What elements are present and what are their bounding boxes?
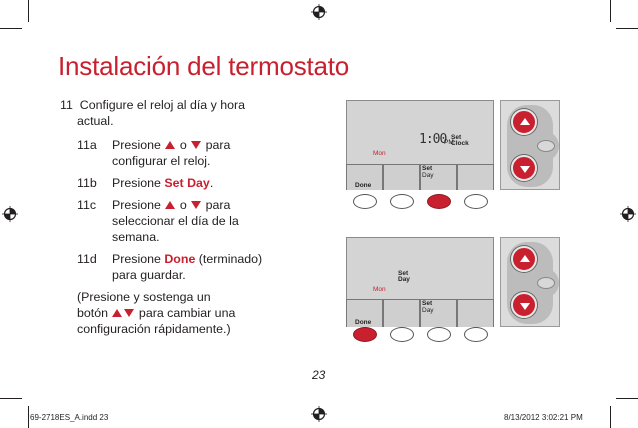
softkey-done[interactable]: Done <box>346 299 383 327</box>
registration-mark-icon <box>2 206 18 222</box>
softkey-label: Done <box>355 182 372 189</box>
softkey-label: Done <box>355 319 372 326</box>
softkey-label: Day <box>422 307 434 314</box>
softkey-label: Set <box>422 300 433 307</box>
note-line: botón para cambiar una <box>77 305 235 322</box>
step-11d-number: 11d <box>77 252 97 266</box>
softkey-2[interactable] <box>383 164 420 190</box>
step-text: Presione <box>112 176 161 190</box>
set-clock-label: Set <box>451 134 462 141</box>
button-2[interactable] <box>390 327 414 342</box>
step-text: Presione <box>112 138 161 152</box>
down-button[interactable] <box>511 292 537 318</box>
crop-mark <box>0 28 22 29</box>
footer-file-info: 69-2718ES_A.indd 23 <box>30 413 109 422</box>
down-arrow-icon <box>520 303 530 310</box>
page-title: Instalación del termostato <box>58 51 350 81</box>
set-clock-label: Clock <box>451 140 469 147</box>
clock-digits: 1:00 <box>419 132 447 147</box>
done-key-label: Done <box>164 252 196 266</box>
step-11d: Presione Done (terminado) <box>112 251 262 268</box>
crop-mark <box>28 406 29 428</box>
button-4[interactable] <box>464 327 488 342</box>
menu-button[interactable] <box>537 277 555 289</box>
up-button[interactable] <box>511 109 537 135</box>
up-arrow-icon <box>112 308 123 317</box>
control-pad <box>500 237 560 327</box>
set-day-label: Set <box>398 270 409 277</box>
note-text: botón <box>77 306 109 320</box>
crop-mark <box>616 398 638 399</box>
up-arrow-icon <box>165 140 176 149</box>
note-text: para cambiar una <box>138 306 236 320</box>
day-label: Mon <box>373 286 386 293</box>
step-11: 11 Configure el reloj al día y hora <box>60 97 245 114</box>
softkey-2[interactable] <box>383 299 420 327</box>
set-day-key-label: Set Day <box>164 176 210 190</box>
registration-mark-icon <box>311 406 327 422</box>
step-11b-number: 11b <box>77 176 97 190</box>
up-arrow-icon <box>165 200 176 209</box>
up-arrow-icon <box>520 255 530 262</box>
registration-mark-icon <box>311 4 327 20</box>
step-text: Presione <box>112 198 161 212</box>
note-line: configuración rápidamente.) <box>77 322 231 336</box>
softkey-4[interactable] <box>457 164 494 190</box>
step-11a-number: 11a <box>77 138 97 152</box>
step-text: (terminado) <box>198 252 263 266</box>
down-button[interactable] <box>511 155 537 181</box>
step-text: o <box>179 138 187 152</box>
step-text: para <box>205 138 231 152</box>
softkey-done[interactable]: Done <box>346 164 383 190</box>
crop-mark <box>616 28 638 29</box>
button-4[interactable] <box>464 194 488 209</box>
step-number: 11 <box>60 98 73 112</box>
softkey-set-day[interactable]: Set Day <box>420 299 457 327</box>
down-arrow-icon <box>124 308 135 317</box>
crop-mark <box>610 406 611 428</box>
softkey-set-day[interactable]: Set Day <box>420 164 457 190</box>
set-day-label: Day <box>398 276 410 283</box>
softkey-label: Set <box>422 165 433 172</box>
softkey-label: Day <box>422 172 434 179</box>
crop-mark <box>28 0 29 22</box>
down-arrow-icon <box>520 166 530 173</box>
step-text: para <box>205 198 231 212</box>
menu-button[interactable] <box>537 140 555 152</box>
step-11a: Presione o para <box>112 137 230 154</box>
button-1-pressed[interactable] <box>353 327 377 342</box>
ampm-label: PM <box>444 139 454 146</box>
step-11-cont: actual. <box>77 114 114 128</box>
down-arrow-icon <box>191 200 202 209</box>
step-11c-number: 11c <box>77 198 97 212</box>
up-button[interactable] <box>511 246 537 272</box>
step-text: Presione <box>112 252 161 266</box>
button-1[interactable] <box>353 194 377 209</box>
note-line: (Presione y sostenga un <box>77 290 211 304</box>
step-11c-cont: seleccionar el día de la <box>112 214 239 228</box>
step-11d-cont: para guardar. <box>112 268 186 282</box>
down-arrow-icon <box>191 140 202 149</box>
crop-mark <box>0 398 22 399</box>
button-3-pressed[interactable] <box>427 194 451 209</box>
footer-timestamp: 8/13/2012 3:02:21 PM <box>504 413 583 422</box>
crop-mark <box>610 0 611 22</box>
step-11c-cont: semana. <box>112 230 160 244</box>
step-text: . <box>209 176 214 190</box>
registration-mark-icon <box>620 206 636 222</box>
page-number: 23 <box>312 368 326 382</box>
up-arrow-icon <box>520 118 530 125</box>
step-text: Configure el reloj al día y hora <box>79 98 246 112</box>
control-pad <box>500 100 560 190</box>
step-text: o <box>179 198 187 212</box>
day-label: Mon <box>373 150 386 157</box>
step-11b: Presione Set Day. <box>112 175 213 192</box>
softkey-4[interactable] <box>457 299 494 327</box>
step-11c: Presione o para <box>112 197 230 214</box>
button-2[interactable] <box>390 194 414 209</box>
step-11a-cont: configurar el reloj. <box>112 154 211 168</box>
button-3[interactable] <box>427 327 451 342</box>
